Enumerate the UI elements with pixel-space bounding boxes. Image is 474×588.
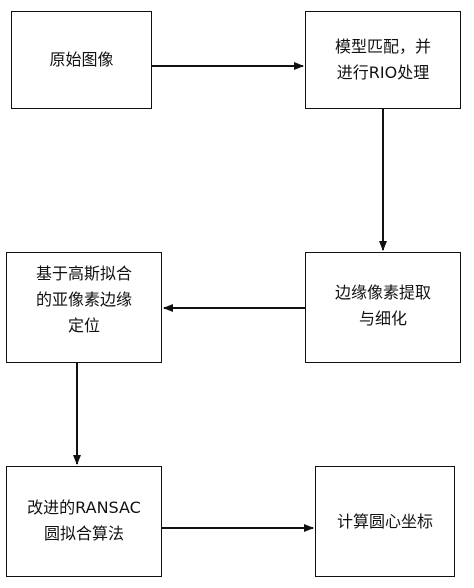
box-template-matching-label: 模型匹配，并 进行RIO处理 xyxy=(334,37,431,82)
box-edge-extraction: 边缘像素提取 与细化 xyxy=(305,252,461,363)
box-template-matching: 模型匹配，并 进行RIO处理 xyxy=(305,11,461,109)
box-subpixel-localization-label: 基于高斯拟合 的亚像素边缘 定位 xyxy=(35,264,132,335)
box-improved-ransac-label: 改进的RANSAC 圆拟合算法 xyxy=(27,498,141,543)
box-edge-extraction-label: 边缘像素提取 与细化 xyxy=(334,283,431,328)
box-circle-center: 计算圆心坐标 xyxy=(315,466,455,577)
box-circle-center-label: 计算圆心坐标 xyxy=(336,511,433,531)
box-original-image: 原始图像 xyxy=(11,11,152,109)
box-improved-ransac: 改进的RANSAC 圆拟合算法 xyxy=(6,466,162,577)
box-original-image-label: 原始图像 xyxy=(49,50,114,69)
box-subpixel-localization: 基于高斯拟合 的亚像素边缘 定位 xyxy=(6,252,162,363)
